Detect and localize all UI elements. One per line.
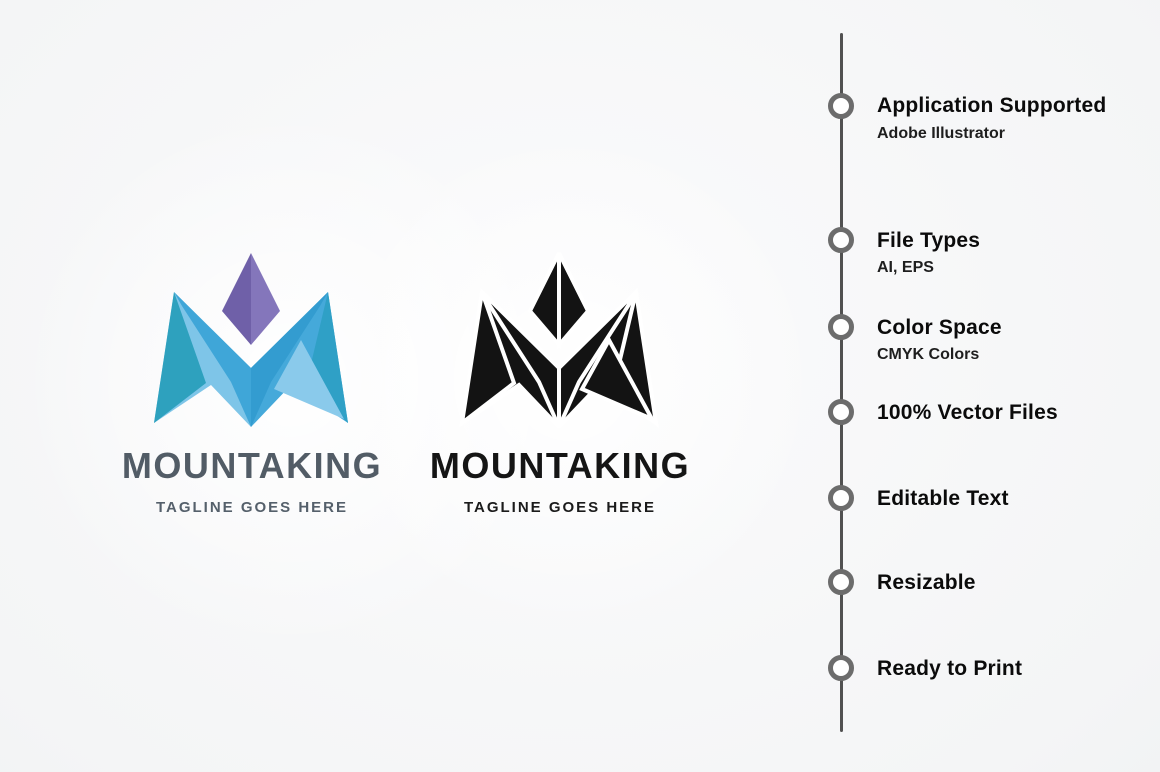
m-crown-color [154,253,348,427]
timeline-dot-3 [828,314,854,340]
timeline-title-application-supported: Application Supported [877,94,1107,117]
timeline-title-ready-to-print: Ready to Print [877,657,1023,680]
timeline-subtitle-application-supported: Adobe Illustrator [877,125,1006,142]
brand-name-color: MOUNTAKING [121,445,383,486]
timeline-title-file-types: File Types [877,229,981,252]
brand-name-black: MOUNTAKING [429,445,691,486]
timeline-subtitle-file-types: AI, EPS [877,259,934,276]
timeline-title-editable-text: Editable Text [877,487,1009,510]
logo-mark-color [154,253,348,427]
brand-tagline-black: TAGLINE GOES HERE [463,499,657,516]
right-band-facet-black [557,290,638,428]
m-crown-black [459,252,659,428]
left-outer-sail-facet-black [459,291,517,428]
kite-left-facet-black [527,252,561,351]
right-inset-facet [274,340,344,419]
kite-right-facet-black [557,252,591,351]
timeline-dot-1 [828,93,854,119]
timeline-title-vector-files: 100% Vector Files [877,401,1058,424]
kite-right-facet [251,253,280,345]
brand-tagline-color: TAGLINE GOES HERE [155,499,349,516]
timeline-title-color-space: Color Space [877,316,1002,339]
timeline-dot-2 [828,227,854,253]
timeline-title-resizable: Resizable [877,571,976,594]
timeline-dot-6 [828,569,854,595]
left-outer-sail-facet [154,292,206,423]
timeline-dot-7 [828,655,854,681]
kite-left-facet [222,253,251,345]
logo-mark-black [459,252,659,428]
right-inset-facet-black [579,335,657,424]
left-band-facet-black [480,290,561,428]
timeline-dot-4 [828,399,854,425]
timeline-dot-5 [828,485,854,511]
timeline-subtitle-color-space: CMYK Colors [877,346,980,363]
timeline-line [840,33,843,732]
left-band-facet [174,292,251,427]
right-band-facet [251,292,328,427]
